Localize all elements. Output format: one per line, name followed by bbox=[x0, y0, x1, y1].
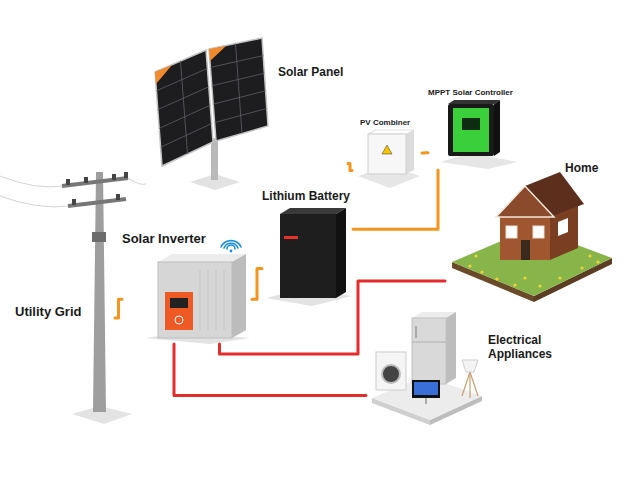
combiner-side bbox=[406, 130, 414, 174]
inverter-art bbox=[145, 241, 250, 344]
pole bbox=[93, 172, 106, 412]
monitor-stand bbox=[425, 398, 427, 404]
power-cable bbox=[220, 281, 446, 354]
battery-art bbox=[266, 208, 352, 306]
pole-box bbox=[92, 232, 106, 242]
battery-top bbox=[280, 208, 346, 214]
battery-stripe bbox=[284, 236, 298, 239]
inverter-panel bbox=[165, 292, 193, 330]
insulators bbox=[66, 172, 128, 205]
crossarm bbox=[68, 199, 126, 206]
house-front bbox=[500, 215, 550, 260]
panel-grid bbox=[156, 44, 266, 155]
battery-side bbox=[336, 208, 346, 298]
component-label: PV Combiner bbox=[360, 118, 410, 127]
power-cable bbox=[252, 268, 262, 299]
battery-body bbox=[280, 214, 336, 298]
component-node: PV Combiner bbox=[352, 118, 422, 188]
component-node: Utility Grid bbox=[15, 165, 115, 420]
window bbox=[533, 226, 544, 238]
power-cable bbox=[348, 164, 352, 171]
wifi-dot bbox=[230, 250, 233, 253]
window bbox=[558, 218, 568, 236]
power-cable bbox=[174, 344, 366, 396]
monitor bbox=[412, 380, 440, 398]
power-lines bbox=[0, 176, 146, 207]
component-node: Lithium Battery bbox=[262, 190, 353, 302]
inverter-grill bbox=[200, 270, 224, 330]
crossarm bbox=[62, 178, 128, 186]
fridge-side bbox=[446, 312, 456, 384]
pv-combiner-art bbox=[358, 130, 420, 188]
inverter-top bbox=[158, 254, 246, 262]
fridge-line bbox=[412, 342, 446, 343]
power-cable bbox=[353, 170, 438, 229]
mppt-controller-art bbox=[440, 100, 518, 169]
inverter-body bbox=[158, 262, 232, 338]
power-cable bbox=[422, 151, 428, 154]
component-node: Solar Inverter bbox=[122, 232, 252, 344]
panel-right bbox=[209, 38, 268, 141]
appliances-art bbox=[372, 312, 482, 425]
component-label: Home bbox=[565, 162, 598, 176]
inverter-side bbox=[232, 254, 246, 338]
power-cable bbox=[115, 299, 122, 318]
combiner-top bbox=[368, 130, 414, 134]
controller-top bbox=[448, 100, 500, 104]
fridge-handle bbox=[415, 326, 417, 338]
component-label: MPPT Solar Controller bbox=[428, 88, 513, 97]
controller-body bbox=[448, 104, 494, 156]
solar-panel-art bbox=[155, 38, 268, 190]
fridge bbox=[412, 318, 446, 384]
component-label: Lithium Battery bbox=[262, 190, 350, 204]
washer bbox=[376, 352, 406, 390]
utility-pole-art bbox=[0, 172, 146, 424]
warning-sign bbox=[382, 145, 392, 154]
controller-display bbox=[462, 118, 480, 130]
inverter-button bbox=[175, 316, 183, 324]
washer-door bbox=[382, 365, 400, 383]
gable bbox=[496, 186, 554, 217]
monitor-screen bbox=[414, 382, 438, 395]
panel-stand bbox=[211, 138, 218, 180]
home-art bbox=[452, 172, 612, 302]
door bbox=[521, 240, 530, 260]
component-node: Home bbox=[445, 162, 615, 302]
component-label: Utility Grid bbox=[15, 305, 81, 320]
controller-side bbox=[494, 100, 500, 156]
component-node: Electrical Appliances bbox=[366, 308, 560, 433]
component-label: Solar Panel bbox=[278, 66, 343, 80]
lamp-shade bbox=[462, 360, 478, 372]
panel-corner bbox=[155, 65, 172, 84]
panel-corner bbox=[209, 46, 226, 61]
combiner-box bbox=[368, 134, 406, 174]
panel-left bbox=[155, 50, 213, 166]
component-label: Solar Inverter bbox=[122, 232, 206, 247]
wifi-icon bbox=[221, 241, 241, 249]
inverter-display bbox=[170, 298, 188, 308]
component-node: Solar Panel bbox=[148, 36, 348, 186]
component-node: MPPT Solar Controller bbox=[428, 88, 528, 170]
component-label: Electrical Appliances bbox=[488, 334, 558, 362]
window bbox=[506, 226, 517, 238]
lamp-legs bbox=[462, 372, 478, 398]
controller-face bbox=[453, 108, 489, 152]
